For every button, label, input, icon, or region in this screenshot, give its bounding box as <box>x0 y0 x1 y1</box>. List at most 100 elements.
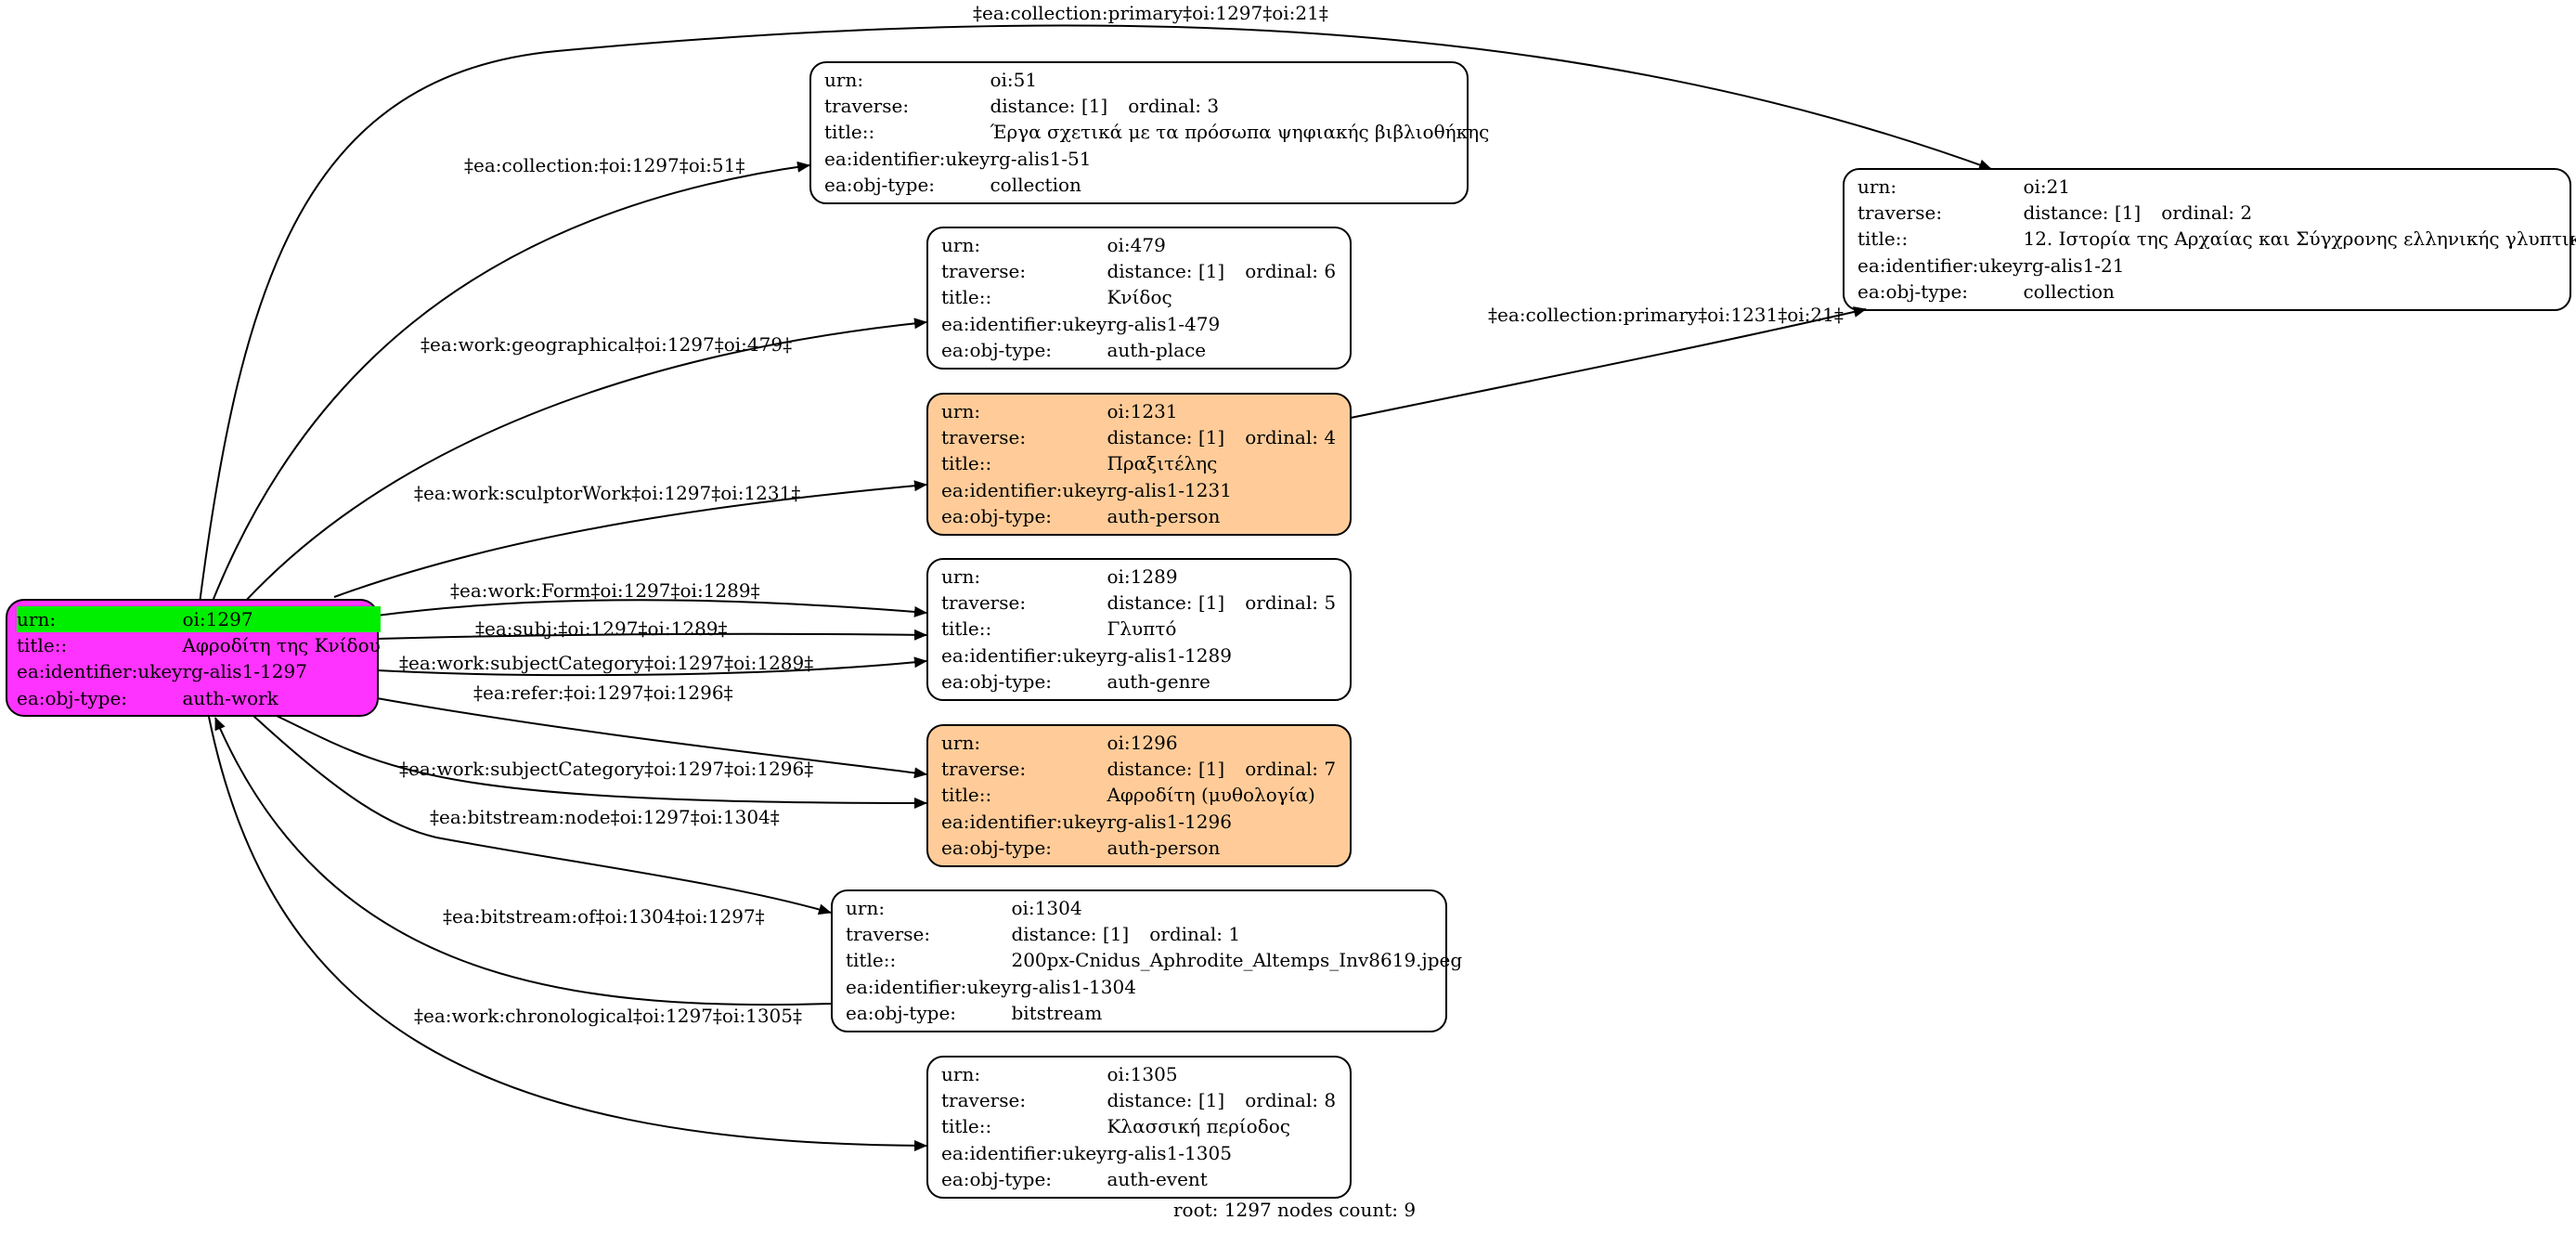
edge-label-geographical: ‡ea:work:geographical‡oi:1297‡oi:479‡ <box>421 333 793 356</box>
key-urn: urn: <box>17 606 183 633</box>
key-ukey: ea:identifier:ukey <box>941 478 1107 501</box>
node-oi-1296[interactable]: urn:oi:1296 traverse:distance: [1]ordina… <box>926 724 1352 867</box>
key-objtype: ea:obj-type: <box>1858 279 1969 303</box>
key-title: title:: <box>941 617 992 641</box>
key-ukey: ea:identifier:ukey <box>941 312 1107 335</box>
node-objtype: auth-genre <box>1107 669 1210 693</box>
node-ukey: rg-alis1-1289 <box>1107 643 1232 667</box>
key-urn: urn: <box>941 732 981 754</box>
key-objtype: ea:obj-type: <box>846 1001 957 1024</box>
root-objtype: auth-work <box>182 686 278 709</box>
node-ordinal: ordinal: 6 <box>1245 260 1337 283</box>
node-objtype: collection <box>990 173 1081 196</box>
key-traverse: traverse: <box>941 758 1027 781</box>
edge-label-bitstream-node: ‡ea:bitstream:node‡oi:1297‡oi:1304‡ <box>430 806 780 828</box>
edge-bitstream-node <box>252 714 832 915</box>
node-ordinal: ordinal: 7 <box>1245 758 1337 781</box>
key-title: title:: <box>941 1115 992 1138</box>
node-distance: distance: [1] <box>1107 426 1225 449</box>
edge-refer <box>376 697 927 779</box>
key-objtype: ea:obj-type: <box>941 504 1053 527</box>
key-urn: urn: <box>941 565 981 588</box>
key-ukey: ea:identifier:ukey <box>941 1141 1107 1164</box>
key-urn: urn: <box>846 897 886 919</box>
root-urn: oi:1297 <box>182 606 381 633</box>
node-ukey: rg-alis1-479 <box>1107 312 1221 335</box>
node-urn: oi:1305 <box>1107 1063 1178 1085</box>
key-ukey: ea:identifier:ukey <box>17 660 183 683</box>
key-urn: urn: <box>1858 175 1897 198</box>
edge-label-collection-primary-root-21: ‡ea:collection:primary‡oi:1297‡oi:21‡ <box>973 2 1328 24</box>
node-urn: oi:1296 <box>1107 732 1178 754</box>
key-urn: urn: <box>941 400 981 422</box>
node-ordinal: ordinal: 5 <box>1245 591 1337 615</box>
node-objtype: auth-person <box>1107 504 1221 527</box>
node-title: Αφροδίτη (μυθολογία) <box>1107 784 1315 807</box>
edge-collection-primary-1231-21 <box>1350 306 1867 419</box>
node-distance: distance: [1] <box>2023 201 2142 225</box>
key-ukey: ea:identifier:ukey <box>824 147 990 170</box>
node-title: 200px-Cnidus_Aphrodite_Altemps_Inv8619.j… <box>1011 949 1463 972</box>
key-ukey: ea:identifier:ukey <box>1858 253 2024 277</box>
node-ukey: rg-alis1-1296 <box>1107 810 1232 833</box>
edge-label-refer: ‡ea:refer:‡oi:1297‡oi:1296‡ <box>473 681 733 704</box>
node-oi-51[interactable]: urn:oi:51 traverse:distance: [1]ordinal:… <box>809 61 1489 204</box>
root-node[interactable]: urn:oi:1297 title::Αφροδίτη της Κνίδου e… <box>6 599 381 717</box>
edge-chronological <box>208 716 927 1151</box>
key-objtype: ea:obj-type: <box>941 669 1053 693</box>
node-oi-1231[interactable]: urn:oi:1231 traverse:distance: [1]ordina… <box>926 393 1352 536</box>
node-ukey: rg-alis1-21 <box>2023 253 2125 277</box>
node-urn: oi:1231 <box>1107 400 1178 422</box>
edge-subj <box>376 629 927 641</box>
key-title: title:: <box>1858 227 1909 251</box>
node-ukey: rg-alis1-1304 <box>1011 975 1136 998</box>
node-objtype: collection <box>2023 279 2115 303</box>
key-ukey: ea:identifier:ukey <box>941 643 1107 667</box>
edge-geographical <box>242 318 927 604</box>
key-title: title:: <box>824 121 875 144</box>
key-traverse: traverse: <box>941 260 1027 283</box>
node-objtype: auth-person <box>1107 836 1221 859</box>
edge-collection-primary-root-21 <box>199 24 1992 604</box>
node-oi-1289[interactable]: urn:oi:1289 traverse:distance: [1]ordina… <box>926 558 1352 701</box>
node-ukey: rg-alis1-1305 <box>1107 1141 1232 1164</box>
key-title: title:: <box>941 784 992 807</box>
key-urn: urn: <box>941 234 981 256</box>
key-urn: urn: <box>941 1063 981 1085</box>
node-oi-1305[interactable]: urn:oi:1305 traverse:distance: [1]ordina… <box>926 1056 1352 1199</box>
node-objtype: auth-place <box>1107 338 1207 361</box>
node-distance: distance: [1] <box>1107 260 1225 283</box>
key-title: title:: <box>941 452 992 475</box>
key-traverse: traverse: <box>824 95 910 118</box>
root-ukey: rg-alis1-1297 <box>182 660 307 683</box>
edge-label-collection-primary-1231-21: ‡ea:collection:primary‡oi:1231‡oi:21‡ <box>1488 304 1844 326</box>
node-ordinal: ordinal: 1 <box>1149 923 1241 946</box>
node-oi-21[interactable]: urn:oi:21 traverse:distance: [1]ordinal:… <box>1843 168 2576 311</box>
key-ukey: ea:identifier:ukey <box>846 975 1012 998</box>
key-title: title:: <box>941 286 992 309</box>
node-ordinal: ordinal: 2 <box>2161 201 2253 225</box>
node-objtype: auth-event <box>1107 1167 1208 1190</box>
edge-label-bitstream-of: ‡ea:bitstream:of‡oi:1304‡oi:1297‡ <box>443 905 765 928</box>
key-traverse: traverse: <box>941 591 1027 615</box>
key-title: title:: <box>17 634 68 657</box>
key-objtype: ea:obj-type: <box>941 1167 1053 1190</box>
key-traverse: traverse: <box>941 1089 1027 1112</box>
key-objtype: ea:obj-type: <box>941 338 1053 361</box>
node-distance: distance: [1] <box>1107 1089 1225 1112</box>
node-urn: oi:1304 <box>1011 897 1082 919</box>
key-urn: urn: <box>824 69 864 91</box>
node-title: Έργα σχετικά με τα πρόσωπα ψηφιακής βιβλ… <box>990 121 1490 144</box>
node-title: Κνίδος <box>1107 286 1172 309</box>
node-title: Κλασσική περίοδος <box>1107 1115 1291 1138</box>
node-oi-1304[interactable]: urn:oi:1304 traverse:distance: [1]ordina… <box>831 889 1462 1032</box>
node-oi-479[interactable]: urn:oi:479 traverse:distance: [1]ordinal… <box>926 227 1352 370</box>
node-title: 12. Ιστορία της Αρχαίας και Σύγχρονης ελ… <box>2023 227 2576 251</box>
key-objtype: ea:obj-type: <box>824 173 936 196</box>
node-urn: oi:21 <box>2023 175 2071 198</box>
node-distance: distance: [1] <box>1107 591 1225 615</box>
node-objtype: bitstream <box>1011 1001 1103 1024</box>
edge-label-chronological: ‡ea:work:chronological‡oi:1297‡oi:1305‡ <box>414 1005 802 1027</box>
node-distance: distance: [1] <box>990 95 1108 118</box>
